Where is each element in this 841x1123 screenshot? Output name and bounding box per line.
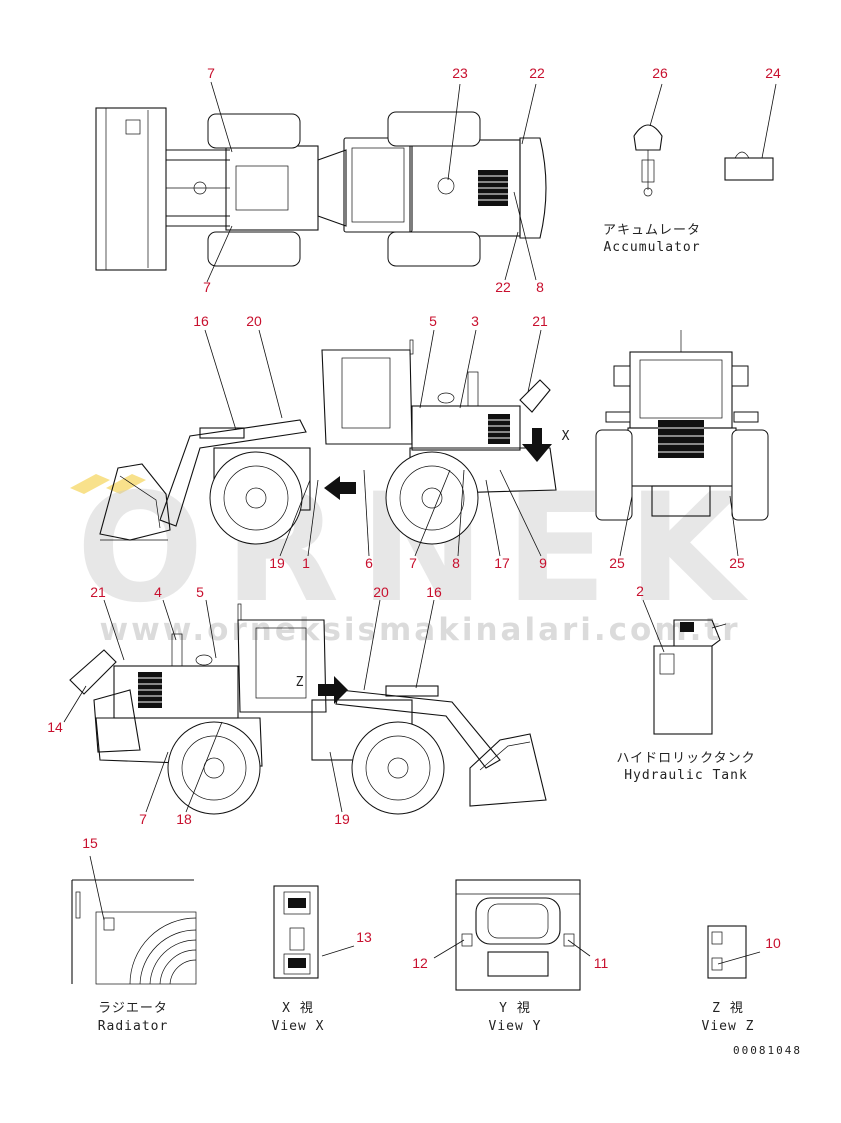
- caption-view-z-en: View Z: [702, 1019, 755, 1034]
- caption-accumulator-en: Accumulator: [603, 240, 700, 255]
- callout-left-21: 21: [532, 313, 548, 329]
- left-side-leaders: [204, 329, 542, 557]
- callout-top-22a: 22: [529, 65, 545, 81]
- view-z-drawing: [707, 925, 761, 979]
- radiator-drawing: [71, 855, 197, 985]
- rear-view-leaders: [619, 495, 739, 557]
- caption-view-y-jp: Y 視: [499, 1001, 531, 1016]
- left-side-grille: [488, 414, 510, 444]
- callout-accumulator-26: 26: [652, 65, 668, 81]
- caption-radiator-en: Radiator: [98, 1019, 169, 1034]
- callout-left-8: 8: [452, 555, 460, 571]
- callout-right-14: 14: [47, 719, 63, 735]
- callout-right-20: 20: [373, 584, 389, 600]
- rear-view-grille: [658, 420, 704, 458]
- view-mark-x: X: [562, 429, 571, 444]
- callout-hydraulic-2: 2: [636, 583, 644, 599]
- callout-view-z-10: 10: [765, 935, 781, 951]
- callout-left-7: 7: [409, 555, 417, 571]
- caption-view-x-en: View X: [272, 1019, 325, 1034]
- callout-right-19: 19: [334, 811, 350, 827]
- watermark-swoosh: [70, 474, 146, 494]
- right-side-view-drawing: [69, 603, 547, 815]
- caption-view-y-en: View Y: [489, 1019, 542, 1034]
- view-y-drawing: [433, 879, 591, 991]
- left-side-view-drawing: [99, 339, 557, 545]
- top-view-leaders: [206, 81, 537, 283]
- callout-top-7b: 7: [203, 279, 211, 295]
- callout-left-16: 16: [193, 313, 209, 329]
- caption-radiator-jp: ラジエータ: [98, 1001, 168, 1016]
- callout-left-3: 3: [471, 313, 479, 329]
- caption-view-x-jp: X 視: [282, 1001, 314, 1016]
- callout-left-9: 9: [539, 555, 547, 571]
- callout-top-8: 8: [536, 279, 544, 295]
- callout-rear-25b: 25: [729, 555, 745, 571]
- callout-right-16: 16: [426, 584, 442, 600]
- right-side-grille: [138, 672, 162, 708]
- view-x-drawing: [273, 885, 355, 979]
- hydraulic-tank-drawing: [642, 599, 727, 735]
- top-view-callouts: 7 23 22 7 22 8: [203, 65, 545, 295]
- callout-top-23: 23: [452, 65, 468, 81]
- right-side-callouts: 21 4 5 20 16 14 7 18 19: [47, 584, 442, 827]
- plate-24-drawing: [724, 83, 777, 181]
- caption-hydraulic-jp: ハイドロリックタンク: [616, 751, 755, 766]
- top-view-drawing: [95, 107, 547, 271]
- callout-right-18: 18: [176, 811, 192, 827]
- top-view-grille: [478, 170, 508, 206]
- callout-view-y-12: 12: [412, 955, 428, 971]
- callout-right-7: 7: [139, 811, 147, 827]
- right-side-leaders: [63, 599, 435, 813]
- caption-hydraulic-en: Hydraulic Tank: [624, 768, 748, 783]
- callout-view-y-11: 11: [594, 955, 609, 971]
- view-mark-z: Z: [296, 675, 305, 690]
- callout-left-6: 6: [365, 555, 373, 571]
- callout-left-17: 17: [494, 555, 510, 571]
- callout-radiator-15: 15: [82, 835, 98, 851]
- accumulator-drawing: [633, 83, 663, 197]
- caption-view-z-jp: Z 視: [712, 1001, 744, 1016]
- callout-left-5: 5: [429, 313, 437, 329]
- callout-top-22b: 22: [495, 279, 511, 295]
- callout-top-7a: 7: [207, 65, 215, 81]
- watermark-url: www.orneksismakinalari.com.tr: [99, 612, 740, 648]
- left-side-callouts: 16 20 5 3 21 19 1 6 7 8 17 9: [193, 313, 548, 571]
- callout-left-1: 1: [302, 555, 310, 571]
- callout-plate-24: 24: [765, 65, 781, 81]
- callout-view-x-13: 13: [356, 929, 372, 945]
- document-number: 00081048: [733, 1044, 802, 1057]
- callout-rear-25a: 25: [609, 555, 625, 571]
- callout-right-21: 21: [90, 584, 106, 600]
- callout-right-5: 5: [196, 584, 204, 600]
- callout-left-19: 19: [269, 555, 285, 571]
- callout-left-20: 20: [246, 313, 262, 329]
- callout-right-4: 4: [154, 584, 162, 600]
- caption-accumulator-jp: アキュムレータ: [603, 223, 701, 238]
- rear-view-drawing: [595, 330, 769, 521]
